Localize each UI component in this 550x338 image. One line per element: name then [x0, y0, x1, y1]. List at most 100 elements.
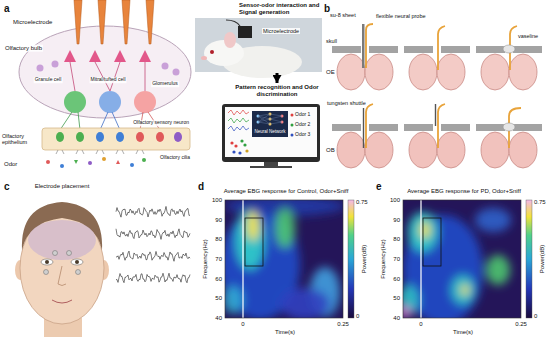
face-illustration [44, 270, 49, 275]
computer-screen [228, 110, 249, 115]
tick-label: 70 [215, 256, 222, 263]
skull-bone [476, 46, 505, 53]
part-label: Microelectrode [12, 19, 53, 26]
part-label: Olfactory sensory neuron [132, 120, 190, 126]
tick-label: 0 [419, 321, 422, 328]
tick-label: 60 [393, 275, 400, 282]
rat-photo [204, 40, 244, 66]
brain-lobe [365, 54, 393, 90]
olfactory-schematic [88, 161, 92, 165]
computer-screen [258, 114, 282, 124]
olfactory-schematic [173, 69, 180, 76]
panel-letter: a [4, 3, 10, 14]
olfactory-schematic [99, 91, 121, 113]
skull-bone [441, 124, 470, 131]
power-blob [235, 210, 265, 270]
olfactory-schematic [46, 160, 50, 164]
flexible-probe [438, 26, 445, 70]
olfactory-schematic [60, 164, 64, 168]
eeg-trace [116, 206, 190, 217]
power-blob [280, 288, 330, 318]
olfactory-schematic [162, 63, 169, 70]
tick-label: 70 [393, 256, 400, 263]
su8-sheet [362, 24, 365, 68]
rat-photo [210, 50, 214, 54]
colorbar-tick: 0 [356, 313, 359, 320]
tick-label: 0.25 [337, 321, 349, 328]
plot-frame [403, 200, 521, 318]
olfactory-schematic [122, 0, 130, 44]
brain-lobe [481, 132, 509, 168]
tick-label: 0 [241, 321, 244, 328]
olfactory-schematic [112, 112, 120, 130]
tick-label: 100 [212, 197, 222, 204]
olfactory-schematic [70, 62, 75, 91]
olfactory-schematic [116, 132, 124, 142]
rat-photo [238, 26, 252, 38]
tick-label: 50 [393, 295, 400, 302]
olfactory-schematic [96, 132, 104, 142]
screen-label: Neural Network [254, 130, 285, 135]
class-label: Odor 2 [295, 122, 310, 128]
part-label: Olfactory epithelium [2, 133, 40, 145]
power-blob [275, 208, 295, 248]
panel-letter: b [324, 3, 330, 14]
olfactory-schematic [56, 132, 64, 142]
part-label: Glomerulus [151, 81, 179, 87]
eeg-traces [116, 206, 190, 282]
olfactory-schematic [64, 50, 76, 62]
olfactory-schematic [74, 160, 78, 164]
tick-label: 60 [215, 275, 222, 282]
face-illustration [41, 259, 53, 265]
computer-screen [234, 144, 237, 147]
face-illustration [76, 270, 81, 275]
skull-bone [513, 46, 542, 53]
power-blob [461, 285, 469, 295]
part-label: OB [326, 147, 335, 154]
eeg-trace [116, 273, 190, 283]
plot-frame [225, 200, 343, 318]
tick-label: 40 [215, 315, 222, 322]
olfactory-schematic [37, 65, 44, 72]
olfactory-schematic [76, 132, 84, 142]
olfactory-schematic [42, 128, 190, 150]
computer-screen [228, 118, 249, 123]
brain-lobe [409, 132, 437, 168]
panel-letter: e [376, 181, 382, 192]
computer-screen [250, 166, 292, 168]
computer-screen [240, 139, 243, 142]
computer-screen [222, 104, 320, 168]
part-label: tungsten shuttle [327, 100, 366, 106]
skull-bone [513, 124, 542, 131]
power-blob [475, 208, 511, 232]
brain-lobe [437, 54, 465, 90]
eeg-trace [116, 251, 190, 261]
vaseline-seal [503, 45, 515, 53]
rat-photo [224, 32, 236, 48]
axis-title: Time(s) [453, 329, 473, 336]
brain-lobe [509, 132, 537, 168]
power-blob [486, 255, 510, 285]
tungsten-shuttle [435, 104, 436, 126]
colorbar-tick: 0 [534, 313, 537, 320]
olfactory-schematic [60, 112, 72, 130]
face-illustration [67, 251, 72, 256]
tick-label: 80 [215, 236, 222, 243]
power-blob [403, 306, 411, 318]
computer-screen [238, 151, 241, 154]
colorbar-title: Power(dB) [361, 245, 368, 273]
brain-lobe [481, 54, 509, 90]
face-illustration [52, 300, 72, 303]
computer-screen [252, 111, 288, 137]
tick-label: 50 [215, 295, 222, 302]
face-illustration [53, 251, 58, 256]
olfactory-schematic [114, 50, 126, 62]
colorbar-title: Power(dB) [539, 245, 546, 273]
heatmap [403, 200, 521, 318]
olfactory-schematic [78, 112, 80, 130]
computer-screen [291, 114, 294, 117]
brain-lobe [437, 132, 465, 168]
panel-letter: c [4, 181, 10, 192]
heatmap-blobs [225, 200, 343, 318]
